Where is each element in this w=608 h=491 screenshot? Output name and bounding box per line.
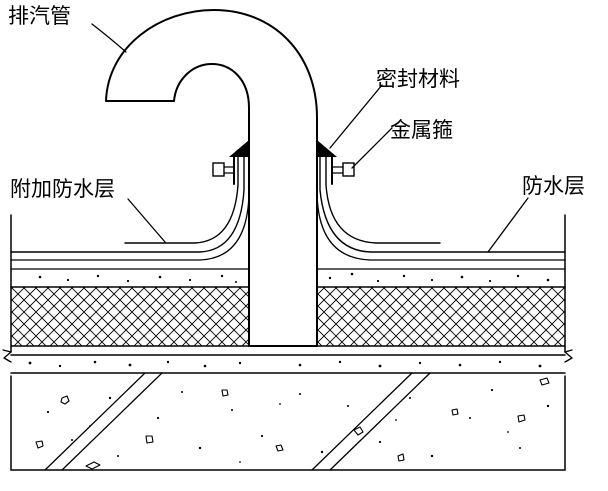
additional-waterproof-layer [124, 149, 441, 244]
label-sealing-material: 密封材料 [376, 67, 460, 91]
structural-slab [10, 354, 566, 471]
leader-metal-hoop [351, 127, 393, 169]
sealing-material [229, 140, 337, 157]
cut-section-edges [2, 214, 573, 471]
leader-additional-waterproof-layer [127, 198, 166, 243]
leader-waterproof-layer [487, 197, 529, 253]
leader-lines [91, 23, 529, 253]
metal-hoop [212, 156, 355, 185]
leader-sealing-material [329, 84, 383, 149]
exhaust-pipe [105, 9, 318, 347]
label-additional-waterproof-layer: 附加防水层 [10, 177, 115, 201]
insulation-layer [10, 286, 566, 347]
label-exhaust-pipe: 排汽管 [8, 4, 71, 28]
label-waterproof-layer: 防水层 [522, 174, 585, 198]
leader-exhaust-pipe [91, 23, 127, 53]
label-metal-hoop: 金属箍 [390, 118, 453, 142]
